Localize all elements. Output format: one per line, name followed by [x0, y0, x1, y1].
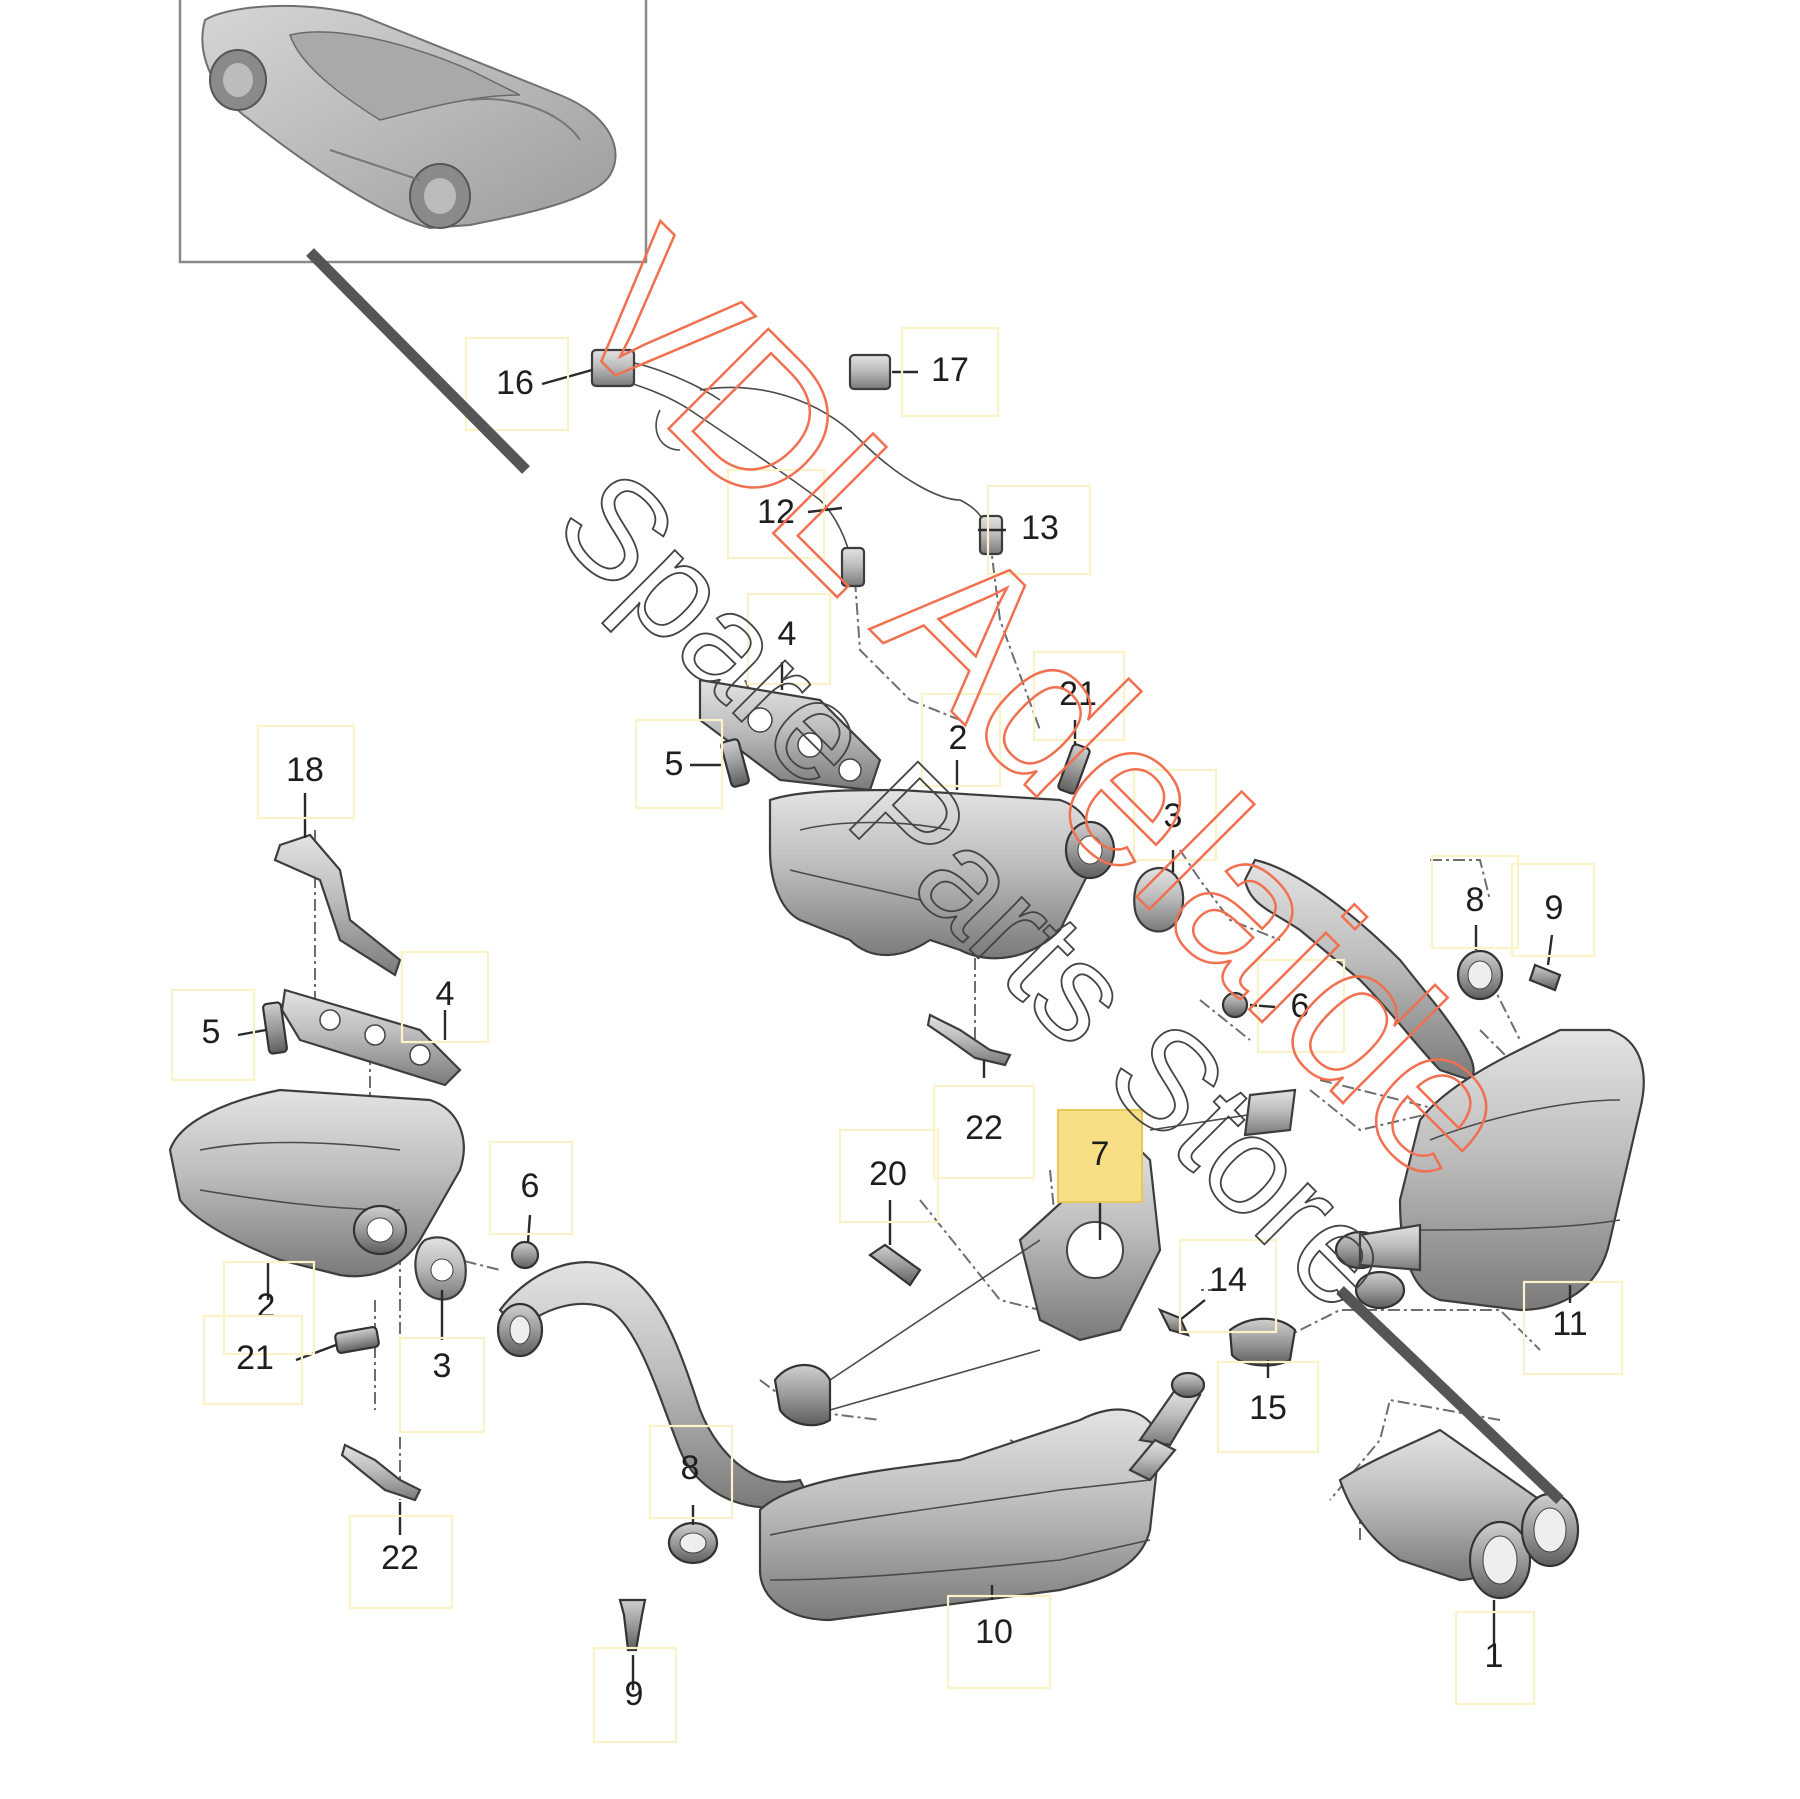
oxygen-sensor-harness: [589, 348, 1004, 588]
vehicle-thumbnail: [178, 0, 648, 264]
nut-6-lower-icon: [510, 1240, 540, 1270]
bracket-22-middle-icon: [926, 1013, 1012, 1067]
stud-5-lower-icon: [262, 1001, 288, 1055]
callout-21-upper: 21: [1059, 675, 1097, 713]
callout-3-upper: 3: [1164, 797, 1183, 835]
watermark-rule-top: [306, 248, 530, 474]
manifold-2-upper-icon: [768, 788, 1095, 960]
rubber-mount-15-icon: [1228, 1317, 1297, 1367]
callout-7-highlight: [1057, 1109, 1143, 1203]
callout-7: 7: [1091, 1135, 1110, 1173]
silencer-11-icon: [1398, 1028, 1645, 1312]
watermark-rule-bottom: [1336, 1286, 1564, 1504]
callout-22-lower: 22: [381, 1539, 419, 1577]
callout-9-lower: 9: [625, 1675, 644, 1713]
callout-6-lower: 6: [521, 1167, 540, 1205]
bracket-18-icon: [273, 833, 402, 977]
callout-13: 13: [1021, 509, 1059, 547]
sensor-13-icon: [978, 514, 1004, 556]
callout-18: 18: [286, 751, 324, 789]
callout-4-upper: 4: [778, 615, 797, 653]
callout-8-lower: 8: [681, 1449, 700, 1487]
bracket-22-lower-icon: [340, 1443, 422, 1502]
callout-21-lower: 21: [236, 1339, 274, 1377]
callout-8-upper: 8: [1466, 881, 1485, 919]
callout-16: 16: [496, 364, 534, 402]
callout-9-upper: 9: [1545, 889, 1564, 927]
silencer-10-icon: [758, 1408, 1162, 1622]
callout-4-lower: 4: [436, 975, 455, 1013]
watermark-line-1: VDL Adelaide: [529, 189, 1564, 1224]
callout-22-middle: 22: [965, 1109, 1003, 1147]
connector-17-icon: [848, 353, 892, 391]
leader-lines: [237, 368, 1572, 1690]
pipe-lower-icon: [498, 1261, 812, 1509]
callout-20: 20: [869, 1155, 907, 1193]
connector-16-icon: [590, 348, 636, 388]
sensor-12-icon: [840, 546, 866, 588]
callout-15: 15: [1249, 1389, 1287, 1427]
callout-5-lower: 5: [202, 1013, 221, 1051]
callout-2-lower: 2: [257, 1287, 276, 1325]
bolt-9-upper-icon: [1528, 963, 1562, 992]
callout-12: 12: [757, 493, 795, 531]
parts: [168, 348, 1645, 1652]
bolt-20-icon: [868, 1243, 922, 1287]
callout-11: 11: [1552, 1305, 1587, 1343]
bolt-9-lower-icon: [618, 1598, 647, 1652]
callout-10: 10: [975, 1613, 1013, 1651]
stud-5-upper-icon: [720, 738, 750, 788]
callout-14: 14: [1209, 1261, 1247, 1299]
callouts: 16 17 12 13 4 5 2 21 3 18 4 5 8 9 6 22 7: [170, 326, 1624, 1744]
callout-5-upper: 5: [665, 745, 684, 783]
callout-2-upper: 2: [949, 719, 968, 757]
gasket-3-upper-icon: [1133, 867, 1185, 933]
nut-6-upper-icon: [1221, 991, 1249, 1019]
callout-17: 17: [931, 351, 969, 389]
stud-21-lower-icon: [334, 1326, 380, 1354]
callout-1: 1: [1485, 1637, 1504, 1675]
callout-6-upper: 6: [1291, 987, 1310, 1025]
stud-21-upper-icon: [1057, 743, 1091, 795]
callout-3-lower: 3: [433, 1347, 452, 1385]
